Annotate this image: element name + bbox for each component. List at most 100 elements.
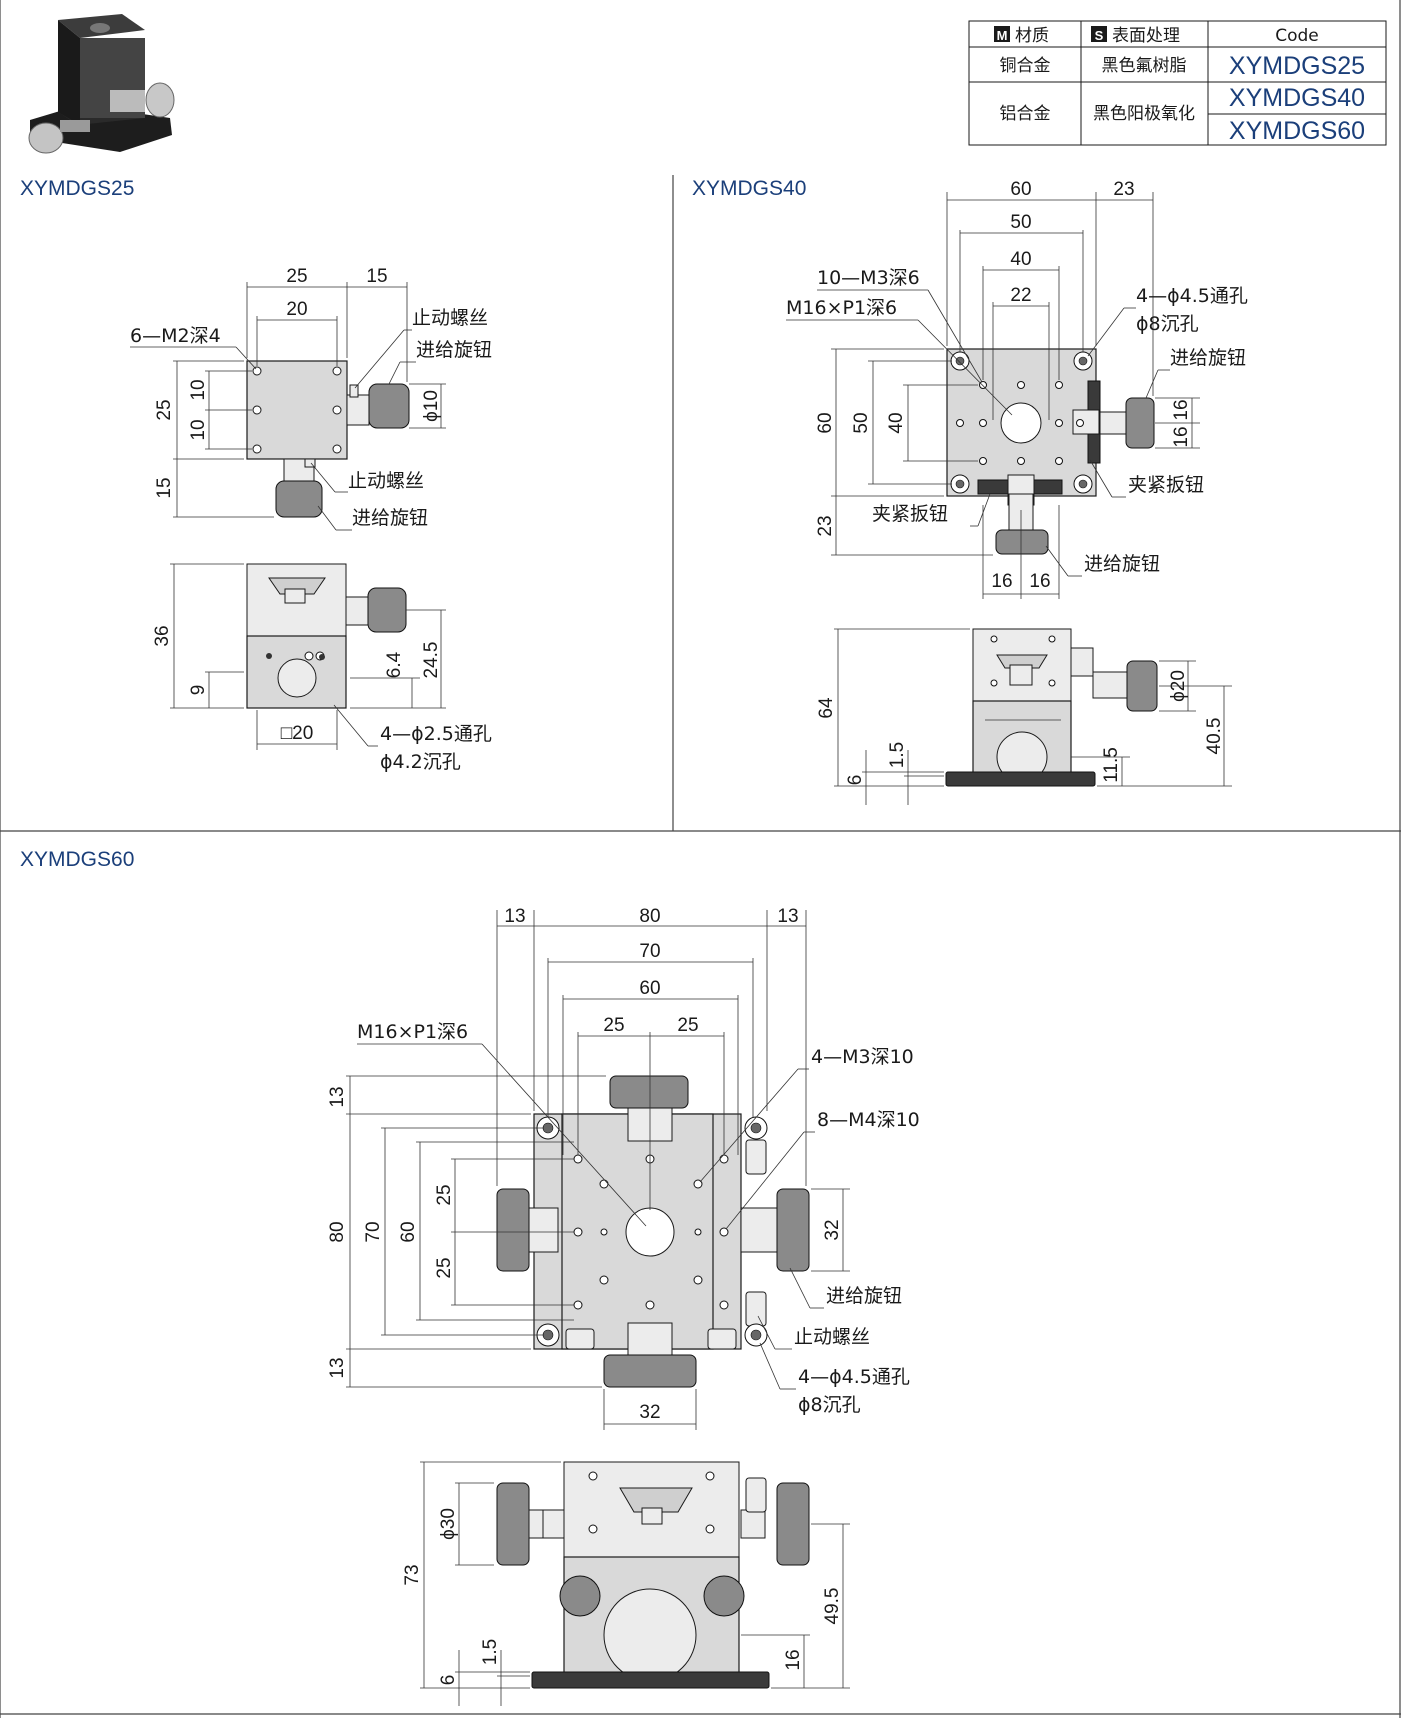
svg-text:进给旋钮: 进给旋钮	[1170, 347, 1246, 369]
svg-text:25: 25	[154, 399, 175, 420]
svg-text:ϕ4.2沉孔: ϕ4.2沉孔	[380, 751, 461, 773]
header-material: 材质	[1015, 26, 1049, 46]
svg-text:止动螺丝: 止动螺丝	[348, 470, 424, 492]
svg-text:6.4: 6.4	[384, 651, 405, 678]
svg-text:36: 36	[152, 625, 173, 646]
svg-text:进给旋钮: 进给旋钮	[1084, 553, 1160, 575]
svg-text:ϕ30: ϕ30	[438, 1508, 459, 1540]
svg-text:25: 25	[434, 1257, 455, 1278]
svg-text:15: 15	[154, 477, 175, 498]
svg-text:60: 60	[1010, 179, 1031, 200]
title-xymdgs60: XYMDGS60	[20, 848, 134, 871]
row1-material: 铜合金	[1000, 56, 1051, 76]
svg-text:13: 13	[777, 906, 798, 927]
svg-text:70: 70	[363, 1221, 384, 1242]
svg-text:8—M4深10: 8—M4深10	[817, 1109, 920, 1131]
svg-text:ϕ8沉孔: ϕ8沉孔	[1136, 313, 1199, 335]
svg-text:止动螺丝: 止动螺丝	[412, 307, 488, 329]
svg-text:40: 40	[886, 412, 907, 433]
svg-text:ϕ8沉孔: ϕ8沉孔	[798, 1394, 861, 1416]
svg-text:10—M3深6: 10—M3深6	[817, 267, 920, 289]
row2-code-b: XYMDGS60	[1229, 117, 1365, 145]
svg-text:50: 50	[851, 412, 872, 433]
row1-code: XYMDGS25	[1229, 52, 1365, 80]
svg-text:夹紧扳钮: 夹紧扳钮	[1128, 474, 1204, 496]
svg-text:16: 16	[1171, 399, 1192, 420]
svg-text:49.5: 49.5	[822, 1588, 843, 1625]
svg-text:1.5: 1.5	[887, 742, 908, 768]
svg-text:10: 10	[188, 419, 209, 440]
spec-table: M 材质 S 表面处理 Code 铜合金 黑色氟树脂 XYMDGS25 铝合金 …	[968, 20, 1387, 146]
svg-text:15: 15	[366, 266, 387, 287]
svg-text:止动螺丝: 止动螺丝	[794, 1326, 870, 1348]
svg-text:16: 16	[991, 571, 1012, 592]
svg-text:80: 80	[327, 1221, 348, 1242]
svg-text:M: M	[997, 28, 1008, 43]
header-code: Code	[1275, 26, 1319, 46]
svg-text:32: 32	[639, 1402, 660, 1423]
svg-text:16: 16	[783, 1649, 804, 1670]
svg-text:40.5: 40.5	[1204, 718, 1225, 755]
svg-text:60: 60	[398, 1221, 419, 1242]
svg-text:S: S	[1095, 28, 1104, 43]
row2-surface: 黑色阳极氧化	[1093, 104, 1195, 124]
xymdgs60-side-view: 73 ϕ30 49.5 16 6 1.5	[402, 1461, 850, 1706]
row2-code-a: XYMDGS40	[1229, 84, 1365, 112]
svg-text:25: 25	[603, 1015, 624, 1036]
svg-text:4—ϕ4.5通孔: 4—ϕ4.5通孔	[1136, 285, 1248, 307]
svg-text:进给旋钮: 进给旋钮	[826, 1285, 902, 1307]
title-xymdgs25: XYMDGS25	[20, 177, 134, 200]
svg-text:6: 6	[845, 775, 866, 786]
svg-text:40: 40	[1010, 249, 1031, 270]
svg-text:4—M3深10: 4—M3深10	[811, 1046, 914, 1068]
svg-text:25: 25	[434, 1184, 455, 1205]
svg-text:60: 60	[815, 412, 836, 433]
xymdgs25-side-view: 36 9 6.4 24.5 □20 4—ϕ2.5通孔 ϕ4.2沉孔	[152, 563, 492, 773]
svg-text:16: 16	[1171, 426, 1192, 447]
svg-text:1.5: 1.5	[480, 1639, 501, 1665]
svg-text:60: 60	[639, 978, 660, 999]
svg-text:6: 6	[438, 1675, 459, 1686]
svg-text:80: 80	[639, 906, 660, 927]
xymdgs40-side-view: 64 ϕ20 40.5 11.5 6 1.5	[816, 628, 1232, 805]
svg-text:70: 70	[639, 941, 660, 962]
svg-text:4—ϕ4.5通孔: 4—ϕ4.5通孔	[798, 1366, 910, 1388]
svg-text:23: 23	[815, 515, 836, 536]
svg-text:22: 22	[1010, 285, 1031, 306]
svg-text:13: 13	[327, 1086, 348, 1107]
svg-text:50: 50	[1010, 212, 1031, 233]
xymdgs25-callout-tapped-holes: 6—M2深4	[130, 325, 221, 347]
svg-text:24.5: 24.5	[421, 642, 442, 679]
svg-text:32: 32	[822, 1219, 843, 1240]
svg-text:13: 13	[504, 906, 525, 927]
svg-text:25: 25	[286, 266, 307, 287]
title-xymdgs40: XYMDGS40	[692, 177, 806, 200]
product-photo	[28, 14, 175, 154]
svg-text:13: 13	[327, 1357, 348, 1378]
svg-text:4—ϕ2.5通孔: 4—ϕ2.5通孔	[380, 723, 492, 745]
svg-text:25: 25	[677, 1015, 698, 1036]
surface-badge	[1091, 26, 1107, 42]
xymdgs40-top-view: 60 23 50 40 22 60 50 40 23 16 16	[786, 179, 1248, 599]
row1-surface: 黑色氟树脂	[1102, 56, 1187, 76]
svg-text:23: 23	[1113, 179, 1134, 200]
svg-text:夹紧扳钮: 夹紧扳钮	[872, 503, 948, 525]
svg-text:64: 64	[816, 697, 837, 719]
svg-text:M16×P1深6: M16×P1深6	[357, 1021, 468, 1043]
svg-text:16: 16	[1029, 571, 1050, 592]
svg-text:11.5: 11.5	[1101, 747, 1122, 783]
svg-text:10: 10	[188, 379, 209, 400]
xymdgs25-top-view: 25 15 20 25 10 10 15 ϕ10 6—M2深4 止动螺丝 进给旋…	[130, 266, 492, 531]
xymdgs60-top-view: 13 80 13 70 60 25 25 13 80 13 70	[327, 906, 920, 1430]
header-surface: 表面处理	[1112, 26, 1180, 46]
svg-text:□20: □20	[281, 723, 314, 744]
row2-material: 铝合金	[1000, 104, 1051, 124]
svg-text:20: 20	[286, 299, 307, 320]
svg-text:M16×P1深6: M16×P1深6	[786, 297, 897, 319]
svg-text:进给旋钮: 进给旋钮	[416, 339, 492, 361]
svg-text:ϕ10: ϕ10	[421, 390, 442, 422]
svg-text:9: 9	[188, 685, 209, 696]
material-badge	[994, 26, 1010, 42]
